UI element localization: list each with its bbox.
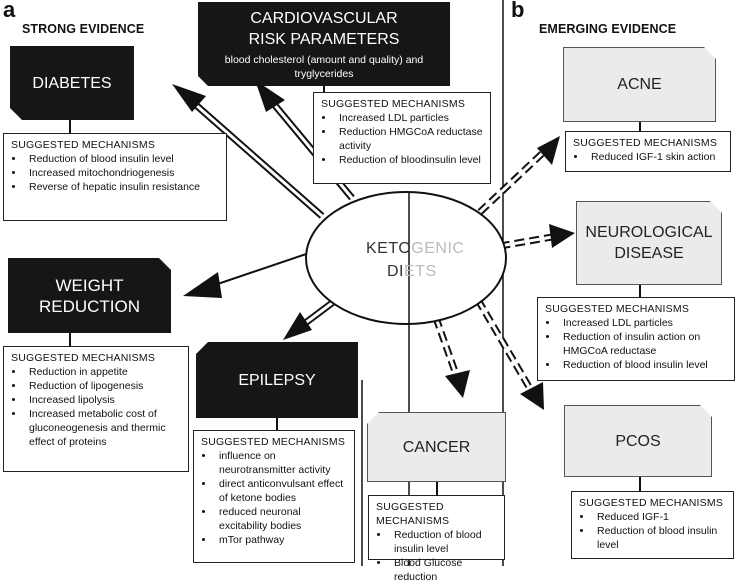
emerging-evidence-title: EMERGING EVIDENCE [539,22,677,36]
acne-title: ACNE [617,76,662,93]
diabetes-title: DIABETES [32,74,112,92]
arrow-to-diabetes [172,84,325,219]
epilepsy-box: EPILEPSY [196,342,358,418]
weight-box: WEIGHT REDUCTION [8,258,171,333]
pcos-box: PCOS [564,405,712,477]
cancer-title: CANCER [402,438,471,456]
epilepsy-title: EPILEPSY [238,371,316,389]
neuro-title-line2: DISEASE [614,245,684,262]
cardio-mechanism-item: Increased LDL particles [335,111,484,125]
neuro-title-line1: NEUROLOGICAL [585,224,713,241]
cardio-mechanism-item: Reduction of bloodinsulin level [335,153,484,167]
acne-mechanism-item: Reduced IGF-1 skin action [587,150,724,164]
cardio-mechanisms: SUGGESTED MECHANISMS Increased LDL parti… [313,92,491,184]
weight-title-line1: WEIGHT [55,275,124,295]
cardio-subtitle-line1: blood cholesterol (amount and quality) a… [224,53,424,66]
weight-mechanisms-heading: SUGGESTED MECHANISMS [11,352,156,364]
center-label-genic: GENIC [411,240,465,257]
cardio-mechanisms-list: Increased LDL particles Reduction HMGCoA… [321,111,484,167]
diagram-arrows [69,0,641,566]
epilepsy-mechanism-item: mTor pathway [215,533,348,547]
epilepsy-mechanism-item: direct anticonvulsant effect of ketone b… [215,477,348,505]
neuro-mechanisms: SUGGESTED MECHANISMS Increased LDL parti… [537,297,735,381]
cancer-mechanisms-list: Reduction of blood insulin level Blood G… [376,528,498,584]
neuro-mechanisms-heading: SUGGESTED MECHANISMS [545,303,690,315]
pcos-mechanisms-list: Reduced IGF-1 Reduction of blood insulin… [579,510,727,552]
neuro-mechanisms-list: Increased LDL particles Reduction of ins… [545,316,728,372]
cardio-mechanism-item: Reduction HMGCoA reductase activity [335,125,484,153]
epilepsy-mechanisms-heading: SUGGESTED MECHANISMS [201,436,346,448]
cardio-subtitle-line2: tryglycerides [294,67,354,80]
pcos-mechanism-item: Reduced IGF-1 [593,510,727,524]
diabetes-mechanisms: SUGGESTED MECHANISMS Reduction of blood … [3,133,227,221]
epilepsy-mechanism-item: influence on neurotransmitter activity [215,449,348,477]
epilepsy-mechanisms: SUGGESTED MECHANISMS influence on neurot… [193,430,355,563]
cancer-mechanism-item: Reduction of blood insulin level [390,528,498,556]
ketogenic-diets-ellipse [305,191,507,325]
diabetes-mechanism-item: Increased mitochondriogenesis [25,166,220,180]
weight-mechanisms: SUGGESTED MECHANISMS Reduction in appeti… [3,346,189,472]
center-label-line2: DIETS [387,263,437,281]
cancer-mechanisms: SUGGESTED MECHANISMS Reduction of blood … [368,495,505,583]
neuro-mechanism-item: Increased LDL particles [559,316,728,330]
cancer-mechanism-item: Blood Glucose reduction [390,556,498,584]
weight-mechanism-item: Increased metabolic cost of gluconeogene… [25,407,182,449]
cardio-box: CARDIOVASCULAR RISK PARAMETERS blood cho… [198,2,450,86]
weight-mechanism-item: Reduction in appetite [25,365,182,379]
arrow-to-weight [183,249,319,298]
cancer-mechanisms-heading: SUGGESTED MECHANISMS [376,501,450,527]
epilepsy-mechanisms-list: influence on neurotransmitter activity d… [201,449,348,547]
epilepsy-mechanism-item: reduced neuronal excitability bodies [215,505,348,533]
cardio-title-line2: RISK PARAMETERS [248,30,400,48]
neuro-mechanism-item: Reduction of blood insulin level [559,358,728,372]
acne-mechanisms: SUGGESTED MECHANISMS Reduced IGF-1 skin … [565,131,731,172]
diabetes-mechanism-item: Reverse of hepatic insulin resistance [25,180,220,194]
diabetes-mechanisms-list: Reduction of blood insulin level Increas… [11,152,220,194]
cardio-mechanisms-heading: SUGGESTED MECHANISMS [321,98,466,110]
diabetes-mechanisms-heading: SUGGESTED MECHANISMS [11,139,156,151]
arrow-to-neuro [499,224,575,250]
weight-title-line2: REDUCTION [38,296,141,316]
panel-letter-b: b [511,0,525,22]
neuro-box: NEUROLOGICAL DISEASE [576,201,722,285]
diabetes-mechanism-item: Reduction of blood insulin level [25,152,220,166]
acne-mechanisms-list: Reduced IGF-1 skin action [573,150,724,164]
cardio-title-line1: CARDIOVASCULAR [250,9,398,27]
pcos-mechanisms: SUGGESTED MECHANISMS Reduced IGF-1 Reduc… [571,491,734,559]
strong-evidence-title: STRONG EVIDENCE [22,22,145,36]
center-label-line1: KETOGENIC [366,240,464,258]
arrow-to-acne [477,136,560,215]
diabetes-box: DIABETES [10,46,134,120]
center-label-di: DI [387,263,404,280]
weight-mechanisms-list: Reduction in appetite Reduction of lipog… [11,365,182,449]
pcos-mechanism-item: Reduction of blood insulin level [593,524,727,552]
pcos-title: PCOS [615,432,661,450]
arrow-to-pcos [474,298,544,410]
cancer-box: CANCER [367,412,506,482]
panel-letter-a: a [3,0,16,22]
weight-mechanism-item: Increased lipolysis [25,393,182,407]
neuro-mechanism-item: Reduction of insulin action on HMGCoA re… [559,330,728,358]
acne-mechanisms-heading: SUGGESTED MECHANISMS [573,137,718,149]
arrow-to-epilepsy [283,297,339,340]
center-label-keto: KETO [366,240,412,257]
arrow-to-cancer [432,316,470,398]
pcos-mechanisms-heading: SUGGESTED MECHANISMS [579,497,724,509]
acne-box: ACNE [563,47,716,122]
weight-mechanism-item: Reduction of lipogenesis [25,379,182,393]
center-label-ets: ETS [404,263,437,280]
